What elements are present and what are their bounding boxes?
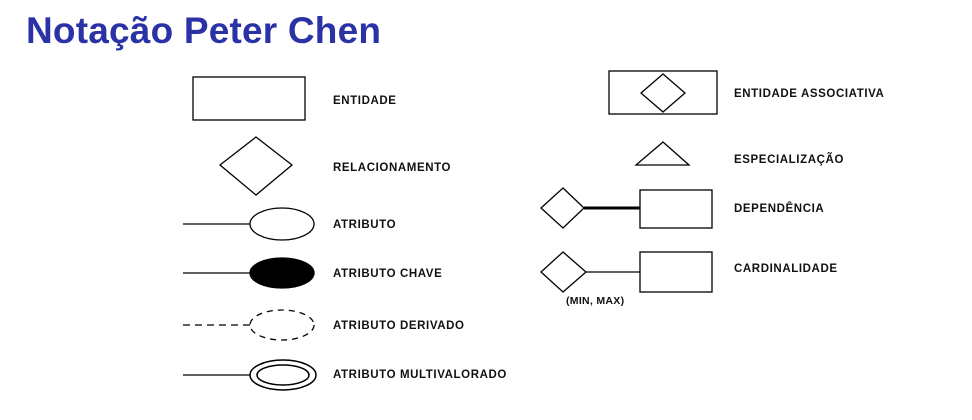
multivalued-attribute-symbol	[183, 359, 317, 391]
label-atributo-multivalorado: ATRIBUTO MULTIVALORADO	[333, 369, 507, 381]
derived-attribute-symbol	[183, 309, 315, 341]
label-especializacao: ESPECIALIZAÇÃO	[734, 154, 844, 166]
label-entidade: ENTIDADE	[333, 95, 397, 107]
associative-entity-symbol	[608, 70, 718, 115]
label-min-max: (MIN, MAX)	[566, 295, 625, 307]
label-relacionamento: RELACIONAMENTO	[333, 162, 452, 174]
page-title: Notação Peter Chen	[26, 10, 382, 51]
key-attribute-symbol	[183, 257, 315, 289]
specialization-symbol	[634, 141, 691, 166]
label-dependencia: DEPENDÊNCIA	[734, 203, 825, 215]
entity-symbol	[192, 76, 306, 121]
label-atributo-chave: ATRIBUTO CHAVE	[333, 268, 443, 280]
relationship-symbol	[218, 136, 294, 196]
dependency-symbol	[540, 187, 713, 229]
cardinality-symbol	[540, 251, 713, 293]
label-atributo-derivado: ATRIBUTO DERIVADO	[333, 320, 465, 332]
attribute-symbol	[183, 207, 315, 241]
label-cardinalidade: CARDINALIDADE	[734, 263, 838, 275]
label-atributo: ATRIBUTO	[333, 219, 397, 231]
label-entidade-associativa: ENTIDADE ASSOCIATIVA	[734, 88, 885, 100]
